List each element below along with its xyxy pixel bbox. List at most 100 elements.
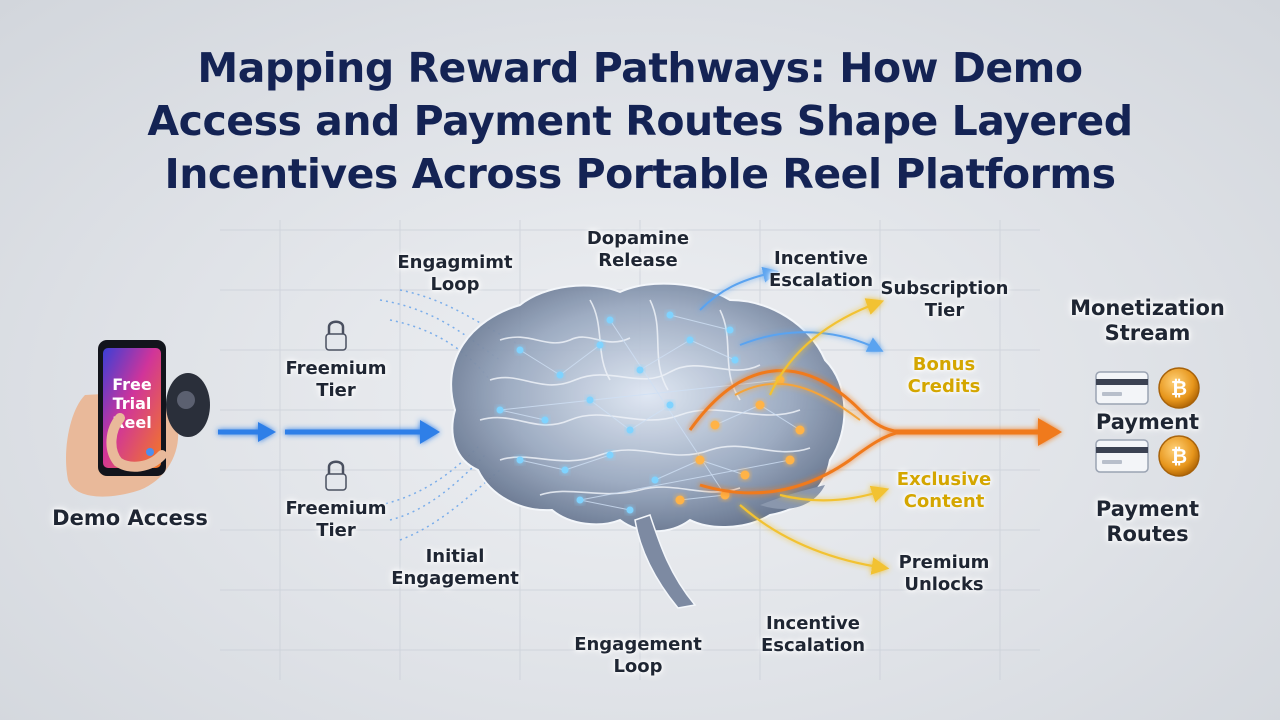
neural-node (731, 356, 739, 364)
label-subscription-tier: Subscription Tier (872, 278, 1017, 322)
neural-link (759, 404, 801, 431)
neural-link (679, 494, 726, 501)
neural-link (589, 399, 631, 431)
incentive-branches-gold (739, 298, 890, 575)
phone-screen-line1: Free (112, 375, 152, 394)
neural-link (579, 459, 791, 501)
title-line-1: Mapping Reward Pathways: How Demo (197, 44, 1083, 92)
monetization-line2: Stream (1104, 321, 1191, 345)
padlock-icon (325, 320, 347, 351)
title-line-2: Access and Payment Routes Shape Layered (147, 97, 1133, 145)
neural-node (626, 426, 634, 434)
freemium-top-line2: Tier (316, 380, 356, 401)
exclusive-line1: Exclusive (896, 469, 992, 490)
upper-blue-paths (699, 266, 884, 352)
neural-node (556, 371, 564, 379)
svg-text:₿: ₿ (1171, 376, 1187, 400)
neural-node (666, 401, 674, 409)
neural-node (541, 416, 549, 424)
neural-link (629, 404, 671, 431)
incentive-top-line2: Escalation (768, 270, 874, 291)
label-freemium-tier-top: Freemium Tier (276, 358, 396, 402)
incentive-bottom-line1: Incentive (766, 613, 860, 634)
neural-node (740, 470, 750, 480)
label-bonus-credits: Bonus Credits (884, 354, 1004, 398)
entry-flow-arrows (218, 420, 440, 444)
bonus-line2: Credits (907, 376, 981, 397)
neural-link (564, 454, 611, 471)
neural-node (795, 425, 805, 435)
credit-card-icon (1095, 439, 1149, 473)
neural-node (496, 406, 504, 414)
neural-link (639, 339, 691, 371)
subscription-line1: Subscription (880, 278, 1009, 299)
freemium-top-line1: Freemium (285, 358, 387, 379)
label-engagement-loop-bottom: Engagement Loop (568, 634, 708, 678)
hand-with-phone-icon: Free Trial Reel (65, 340, 210, 497)
neural-link (689, 339, 736, 361)
label-payment-routes: Payment Routes (1075, 497, 1220, 547)
label-incentive-escalation-top: Incentive Escalation (756, 248, 886, 292)
credit-card-icon (1095, 371, 1149, 405)
neural-node (720, 490, 730, 500)
neural-link (669, 314, 731, 331)
page-title: Mapping Reward Pathways: How Demo Access… (90, 42, 1190, 201)
premium-line2: Unlocks (904, 574, 984, 595)
neural-node (666, 311, 674, 319)
neural-node (686, 336, 694, 344)
neural-node (606, 316, 614, 324)
incentive-bottom-line2: Escalation (760, 635, 866, 656)
label-freemium-tier-bottom: Freemium Tier (276, 498, 396, 542)
label-initial-engagement: Initial Engagement (385, 546, 525, 590)
neural-link (519, 349, 561, 376)
neural-node (606, 451, 614, 459)
reward-pathway-orange (688, 369, 1062, 495)
bitcoin-coin-icon: ₿ (1158, 367, 1200, 409)
phone-screen-line2: Trial (113, 394, 152, 413)
neural-link (714, 404, 761, 426)
initial-line1: Initial (425, 546, 485, 567)
label-demo-access: Demo Access (52, 506, 208, 530)
neural-node (755, 400, 765, 410)
neural-link (579, 499, 631, 511)
neural-link (609, 319, 726, 496)
neural-link (654, 459, 701, 481)
dopamine-line1: Dopamine (586, 228, 690, 249)
neural-node (710, 420, 720, 430)
neural-node (516, 456, 524, 464)
label-exclusive-content: Exclusive Content (884, 469, 1004, 513)
brain-network-icon (450, 282, 846, 609)
exclusive-line2: Content (903, 491, 985, 512)
engagement-bottom-line1: Engagement (574, 634, 702, 655)
payment-routes-line2: Routes (1106, 522, 1189, 546)
initial-line2: Engagement (391, 568, 519, 589)
neural-node (626, 506, 634, 514)
neural-node (651, 476, 659, 484)
premium-line1: Premium (898, 552, 990, 573)
label-premium-unlocks: Premium Unlocks (884, 552, 1004, 596)
label-monetization-stream: Monetization Stream (1065, 296, 1230, 346)
neural-link (559, 344, 601, 376)
neural-link (699, 459, 746, 476)
label-engagmimt-loop: Engagmimt Loop (385, 252, 525, 296)
incentive-top-line1: Incentive (774, 248, 868, 269)
neural-node (695, 455, 705, 465)
padlock-icon (325, 460, 347, 491)
brain-stem (634, 514, 697, 609)
monetization-line1: Monetization (1070, 296, 1225, 320)
payment-routes-line1: Payment (1095, 497, 1200, 521)
label-incentive-escalation-bottom: Incentive Escalation (748, 613, 878, 657)
dopamine-line2: Release (598, 250, 678, 271)
freemium-bottom-line1: Freemium (285, 498, 387, 519)
label-dopamine-release: Dopamine Release (568, 228, 708, 272)
title-line-3: Incentives Across Portable Reel Platform… (164, 150, 1116, 198)
neural-node (561, 466, 569, 474)
neural-node (576, 496, 584, 504)
neural-node (675, 495, 685, 505)
freemium-bottom-line2: Tier (316, 520, 356, 541)
neural-node (636, 366, 644, 374)
bitcoin-coin-icon: ₿ (1158, 435, 1200, 477)
engagmimt-line2: Loop (430, 274, 480, 295)
svg-text:₿: ₿ (1171, 444, 1187, 468)
